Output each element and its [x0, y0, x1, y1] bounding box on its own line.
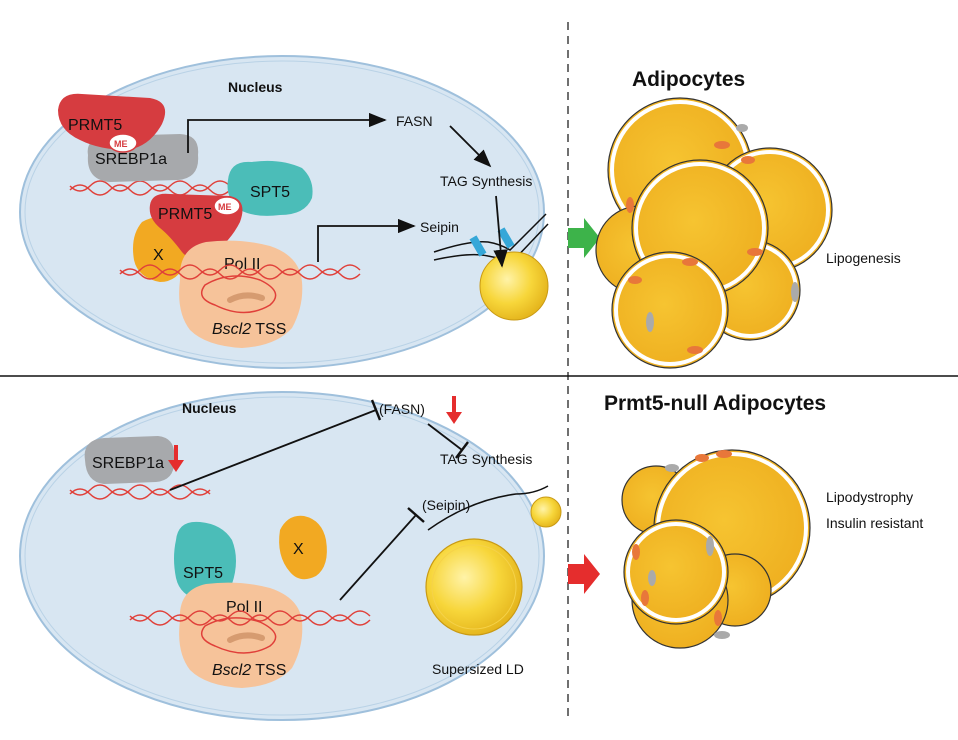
lipodystrophy-label: Lipodystrophy	[826, 489, 913, 505]
prmt5-protein-top	[58, 93, 166, 150]
fasn-label-top: FASN	[396, 113, 433, 129]
methylation-label-2-top: ME	[218, 202, 232, 212]
spt5-protein-top	[227, 160, 313, 216]
fasn-label-bottom: (FASN)	[379, 401, 425, 417]
tag-label-bottom: TAG Synthesis	[440, 451, 532, 467]
arrow-tag-to-droplet	[493, 195, 508, 268]
srebp1a-label-bottom: SREBP1a	[92, 455, 164, 472]
bottom-panel: Nucleus SREBP1a (FASN) TAG Synthesis (Se…	[19, 391, 923, 721]
top-panel: Nucleus SREBP1a PRMT5 ME SPT5 X PRMT5 ME	[19, 55, 901, 369]
x-label-top: X	[153, 247, 164, 264]
pol2-label-bottom: Pol II	[226, 599, 262, 616]
x-label-bottom: X	[293, 541, 304, 558]
seipin-label-bottom: (Seipin)	[422, 497, 470, 513]
supersized-lipid-droplet	[425, 538, 523, 636]
adipocytes-title: Adipocytes	[632, 68, 745, 91]
methylation-label-top: ME	[114, 139, 128, 149]
gene-label-bottom: Bscl2 TSS	[212, 662, 286, 679]
spt5-label-top: SPT5	[250, 184, 290, 201]
seipin-label-top: Seipin	[420, 219, 459, 235]
dna-strand-bottom-1	[69, 484, 211, 500]
srebp1a-protein-bottom	[84, 436, 175, 484]
srebp1a-label-top: SREBP1a	[95, 151, 167, 168]
dna-strand-bottom-2	[129, 610, 371, 626]
inhibit-fasn-to-tag	[427, 423, 463, 451]
prmt5-null-adipocytes-title: Prmt5-null Adipocytes	[604, 392, 826, 415]
inhibit-pol2-to-seipin	[339, 514, 417, 601]
arrow-down-effect	[568, 554, 600, 594]
nucleus-label-bottom: Nucleus	[182, 400, 237, 416]
adipocyte-cluster-bottom	[621, 449, 811, 649]
methylation-badge-2-top	[213, 196, 241, 216]
prmt5-label-2-top: PRMT5	[158, 206, 212, 223]
spt5-label-bottom: SPT5	[183, 565, 223, 582]
lipogenesis-label: Lipogenesis	[826, 250, 901, 266]
inhibit-srebp1a-to-fasn	[169, 409, 377, 491]
insulin-resistant-label: Insulin resistant	[826, 515, 923, 531]
er-membrane-top	[433, 213, 547, 253]
prmt5-label-top: PRMT5	[68, 117, 122, 134]
tag-label-top: TAG Synthesis	[440, 173, 532, 189]
arrow-srebp1a-to-fasn	[187, 112, 387, 153]
lipid-droplet-top	[479, 251, 549, 321]
dna-strand-top-1	[69, 180, 231, 196]
supersized-ld-label: Supersized LD	[432, 661, 524, 677]
seipin-channel-1	[469, 235, 487, 257]
spt5-protein-bottom	[174, 521, 236, 601]
seipin-channel-2	[497, 227, 515, 249]
small-lipid-droplet	[530, 496, 562, 528]
arrow-down-srebp1a	[168, 445, 184, 472]
arrow-pol2-to-seipin	[317, 218, 416, 262]
nucleus-label-top: Nucleus	[228, 79, 283, 95]
arrow-down-fasn	[446, 396, 462, 424]
dna-strand-top-2	[119, 264, 361, 280]
adipocyte-cluster-top	[595, 97, 833, 369]
arrow-fasn-to-tag	[449, 125, 492, 168]
x-protein-bottom	[279, 515, 327, 580]
methylation-badge-top	[108, 133, 138, 153]
gene-label-top: Bscl2 TSS	[212, 321, 286, 338]
er-membrane-bottom	[427, 485, 549, 531]
arrow-up-effect	[568, 218, 600, 258]
